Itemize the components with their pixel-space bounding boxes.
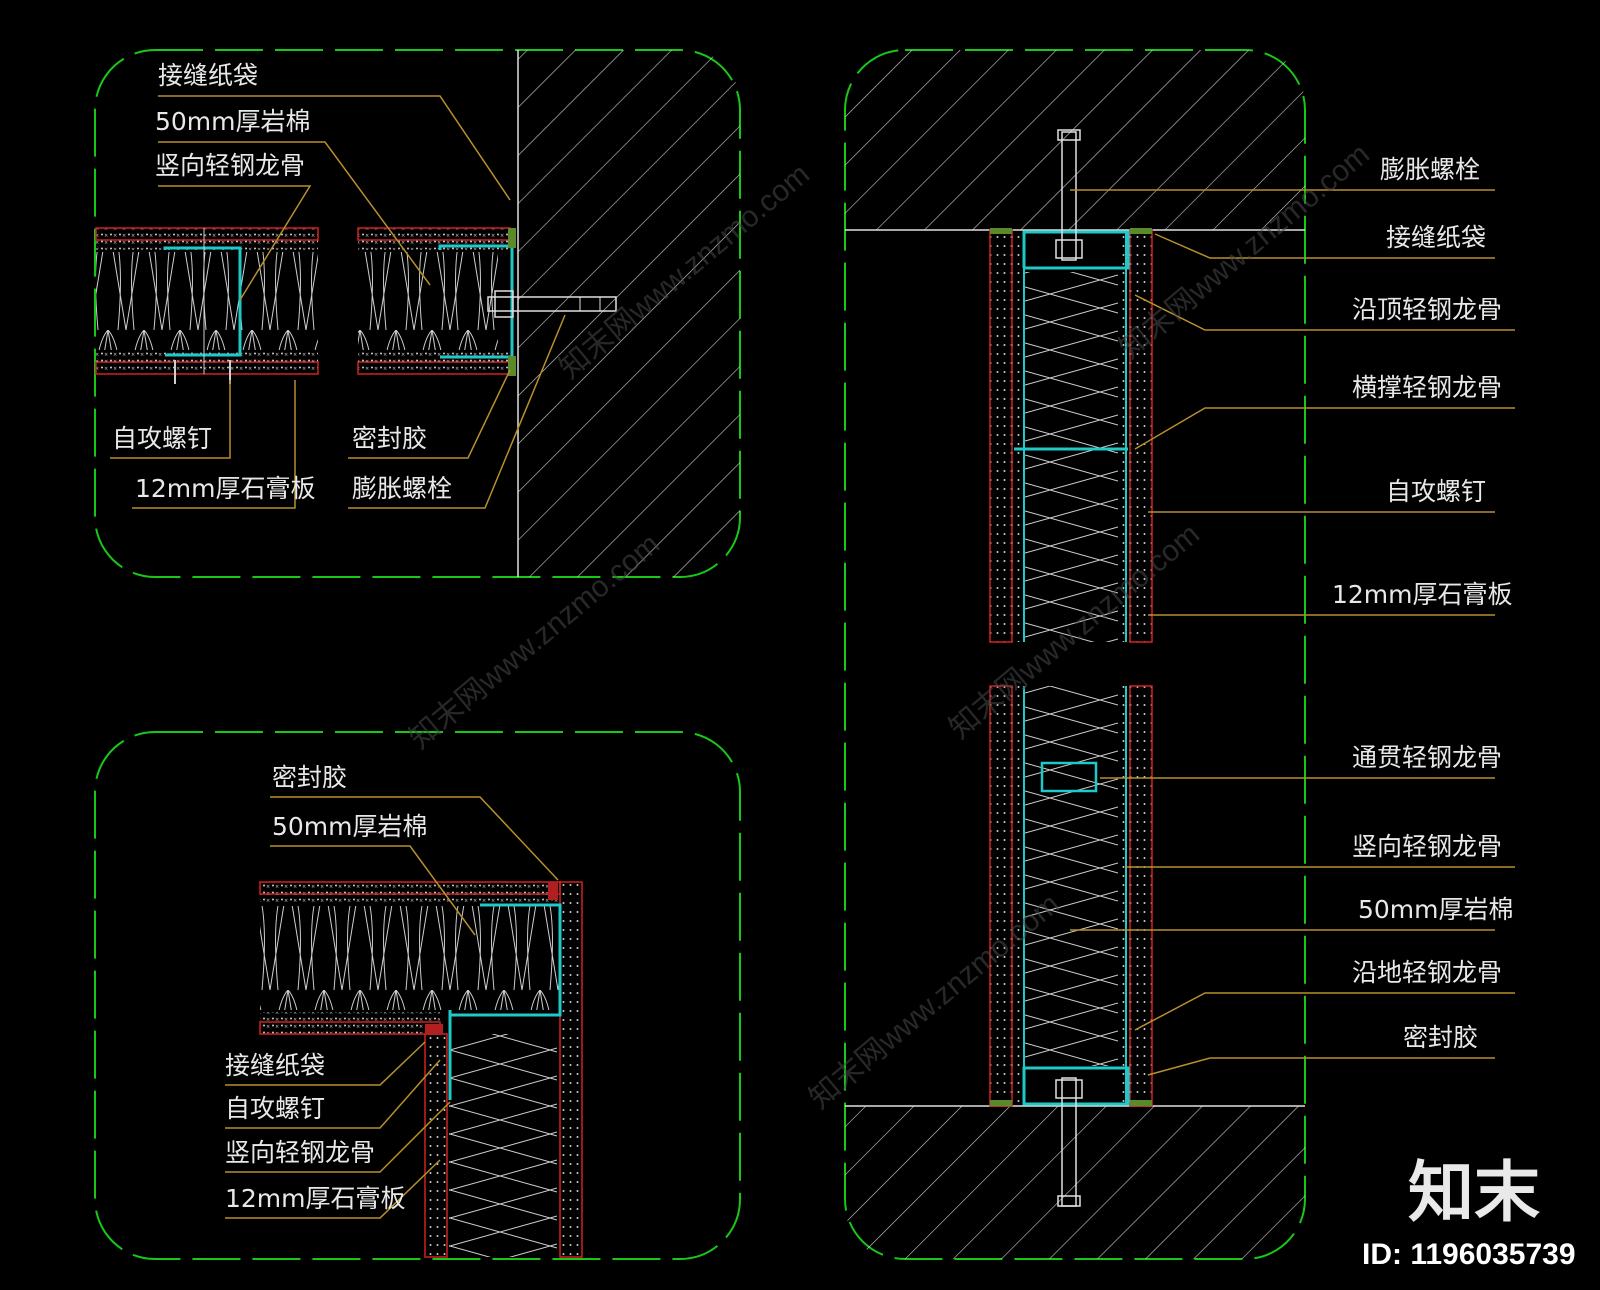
detail-right: 膨胀螺栓 接缝纸袋 沿顶轻钢龙骨 横撑轻钢龙骨 自攻螺钉 12mm厚石膏板 通贯… <box>844 49 1515 1260</box>
brand-logo: 知末 <box>1408 1154 1540 1231</box>
bottom-expansion-bolt <box>1055 1077 1083 1207</box>
leaders-top-left <box>110 95 566 509</box>
label-expansion-bolt: 膨胀螺栓 <box>1380 155 1480 184</box>
label-vertical-stud: 竖向轻钢龙骨 <box>225 1138 375 1167</box>
wall-upper-segment <box>989 228 1153 643</box>
brand-watermark: 知末 ID: 1196035739 <box>1362 1154 1576 1271</box>
label-sealant: 密封胶 <box>1403 1023 1478 1052</box>
wall-lower-segment <box>989 685 1153 1107</box>
detail-bottom-left: 密封胶 50mm厚岩棉 接缝纸袋 自攻螺钉 竖向轻钢龙骨 12mm厚石膏板 <box>94 731 741 1260</box>
floor-slab <box>845 1106 1305 1259</box>
wall-section-right <box>357 227 617 376</box>
label-vertical-stud: 竖向轻钢龙骨 <box>155 151 305 180</box>
label-gypsum-board: 12mm厚石膏板 <box>225 1184 406 1213</box>
label-joint-paper-tape: 接缝纸袋 <box>158 61 258 90</box>
label-sealant: 密封胶 <box>352 424 427 453</box>
label-self-tapping-screw: 自攻螺钉 <box>112 424 212 453</box>
image-id: ID: 1196035739 <box>1362 1238 1576 1271</box>
label-vertical-stud: 竖向轻钢龙骨 <box>1352 832 1502 861</box>
label-expansion-bolt: 膨胀螺栓 <box>352 474 452 503</box>
label-gypsum-board: 12mm厚石膏板 <box>135 474 316 503</box>
label-joint-paper-tape: 接缝纸袋 <box>1386 223 1486 252</box>
label-rock-wool: 50mm厚岩棉 <box>1358 895 1514 924</box>
frame-bottom-left <box>94 731 741 1260</box>
label-top-track: 沿顶轻钢龙骨 <box>1352 295 1502 324</box>
wall-section-left <box>95 227 319 384</box>
label-joint-paper-tape: 接缝纸袋 <box>225 1051 325 1080</box>
leaders-right <box>1070 189 1515 1076</box>
top-expansion-bolt <box>1055 129 1083 261</box>
label-cross-brace-stud: 横撑轻钢龙骨 <box>1352 373 1502 402</box>
concrete-wall <box>518 50 740 577</box>
label-gypsum-board: 12mm厚石膏板 <box>1332 580 1513 609</box>
label-rock-wool: 50mm厚岩棉 <box>155 107 311 136</box>
detail-top-left: 接缝纸袋 50mm厚岩棉 竖向轻钢龙骨 自攻螺钉 12mm厚石膏板 密封胶 膨胀… <box>94 49 741 578</box>
leaders-bottom-left <box>225 796 559 1219</box>
label-self-tapping-screw: 自攻螺钉 <box>1386 477 1486 506</box>
label-rock-wool: 50mm厚岩棉 <box>272 812 428 841</box>
label-through-channel: 通贯轻钢龙骨 <box>1352 743 1502 772</box>
label-self-tapping-screw: 自攻螺钉 <box>225 1094 325 1123</box>
label-floor-track: 沿地轻钢龙骨 <box>1352 958 1502 987</box>
label-sealant: 密封胶 <box>272 763 347 792</box>
